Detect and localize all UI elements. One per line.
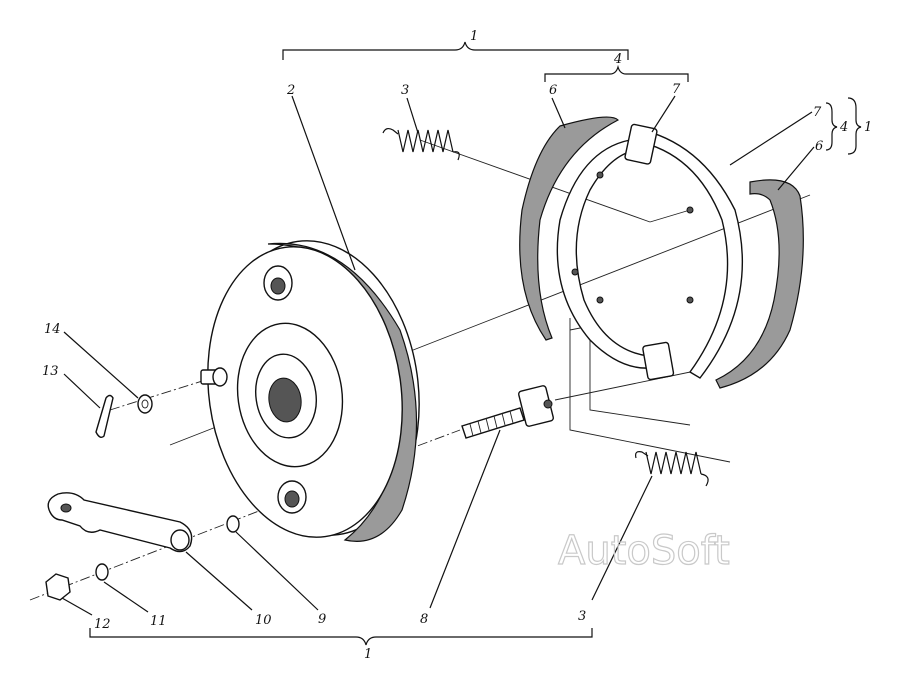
lower-spring-guide: [569, 318, 731, 463]
lining-left: [519, 116, 620, 341]
brake-plate: [200, 240, 420, 542]
leader-3-bottom: [591, 475, 653, 601]
shoe-group-bracket: [544, 64, 689, 82]
label-pin-14: 14: [44, 322, 61, 337]
leader-3-top: [406, 97, 419, 134]
leader-7-top: [651, 95, 676, 133]
washer-14-hole: [141, 399, 149, 409]
bottom-group-bracket: [89, 628, 593, 646]
label-cotter-13: 13: [42, 364, 59, 379]
label-side-6: 6: [815, 139, 823, 154]
spring-guide-line-2: [649, 209, 691, 223]
pin-axis-line: [109, 376, 216, 411]
label-shoe-left: 7: [672, 82, 681, 97]
label-washer-12: 12: [94, 617, 111, 632]
label-side-7: 7: [813, 105, 822, 120]
side-brace-1: [847, 97, 862, 155]
leader-12: [61, 597, 93, 616]
washer-14: [137, 394, 153, 414]
label-side-1: 1: [864, 120, 872, 135]
leader-9: [235, 531, 319, 611]
label-side-4: 4: [839, 120, 848, 135]
leader-6-side: [777, 146, 815, 191]
adjuster-guide-line: [554, 369, 701, 401]
watermark: AutoSoft: [558, 528, 730, 574]
washer-11: [95, 563, 109, 581]
label-ring-9: 9: [318, 612, 326, 627]
lining-right: [715, 179, 804, 389]
lever-boss: [170, 529, 190, 551]
top-group-bracket: [282, 41, 629, 60]
label-washer-11: 11: [150, 614, 167, 629]
label-brake-plate: 2: [286, 83, 295, 98]
label-spring-bottom: 3: [578, 609, 586, 624]
ring-9: [226, 515, 240, 533]
leader-10: [185, 551, 253, 611]
leader-7-side: [729, 111, 813, 166]
label-shoe-group: 4: [613, 52, 622, 67]
lower-return-spring: [635, 451, 709, 487]
upper-return-spring: [382, 127, 460, 161]
side-brace-4: [825, 102, 838, 151]
nut-12: [45, 573, 71, 601]
brake-shoes: [556, 123, 744, 381]
adjuster-bolt: [461, 385, 555, 439]
label-adjuster-8: 8: [420, 612, 428, 627]
label-lever-10: 10: [255, 613, 272, 628]
leader-8: [429, 429, 501, 609]
brake-lever-10: [47, 492, 193, 553]
leader-2: [291, 95, 356, 271]
label-spring-top: 3: [401, 83, 409, 98]
cotter-pin-13: [95, 394, 114, 439]
label-lining-left: 6: [549, 83, 557, 98]
leader-6-top: [551, 97, 566, 129]
leader-11: [103, 581, 149, 613]
label-top-group: 1: [470, 29, 478, 44]
label-bottom-group: 1: [364, 647, 372, 662]
lower-axis-line: [29, 494, 301, 601]
lever-hole: [60, 503, 72, 513]
leader-14: [63, 331, 139, 399]
leader-13: [63, 373, 101, 409]
